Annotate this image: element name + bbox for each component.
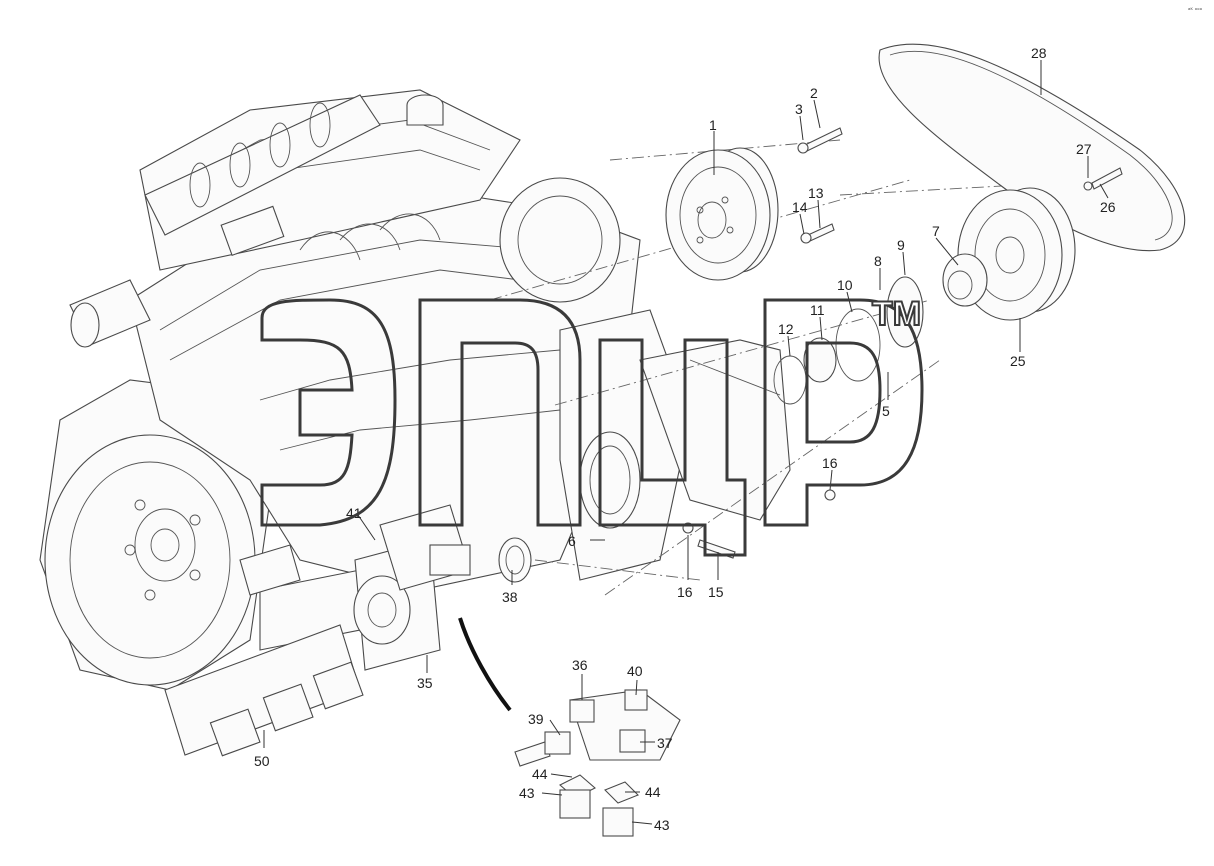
callout-6: 6 xyxy=(568,533,576,549)
engine-assembly xyxy=(39,89,791,691)
callout-8: 8 xyxy=(874,253,882,269)
gear-pump xyxy=(164,624,364,757)
leader-lines xyxy=(263,60,1109,825)
hub xyxy=(942,253,988,307)
callout-1: 1 xyxy=(709,117,717,133)
callout-36: 36 xyxy=(572,657,588,673)
callout-35: 35 xyxy=(417,675,433,691)
callout-11: 11 xyxy=(810,302,825,318)
trademark-symbol: TM xyxy=(872,295,921,333)
callout-3: 3 xyxy=(795,101,803,117)
callout-14: 14 xyxy=(792,199,808,215)
callout-9: 9 xyxy=(897,237,905,253)
callout-44-left: 44 xyxy=(532,766,548,782)
callout-37: 37 xyxy=(657,735,673,751)
callout-10: 10 xyxy=(837,277,853,293)
callout-39: 39 xyxy=(528,711,544,727)
callout-43-right: 43 xyxy=(654,817,670,833)
callout-15: 15 xyxy=(708,584,724,600)
callout-13: 13 xyxy=(808,185,824,201)
callout-labels: 1 2 3 5 6 7 8 9 10 11 12 13 14 15 16 16 … xyxy=(254,45,1116,833)
callout-12: 12 xyxy=(778,321,794,337)
callout-25: 25 xyxy=(1010,353,1026,369)
callout-40: 40 xyxy=(627,663,643,679)
corner-mark: ᵃᴷ ᵒᵒᵒ xyxy=(1188,7,1203,14)
watermark-logo: TM xyxy=(260,294,924,557)
callout-27: 27 xyxy=(1076,141,1092,157)
callout-2: 2 xyxy=(810,85,818,101)
bolts xyxy=(697,127,1123,559)
callout-50: 50 xyxy=(254,753,270,769)
callout-28: 28 xyxy=(1031,45,1047,61)
belt xyxy=(878,43,1186,252)
callout-38: 38 xyxy=(502,589,518,605)
callout-43-left: 43 xyxy=(519,785,535,801)
callout-7: 7 xyxy=(932,223,940,239)
callout-16-lower: 16 xyxy=(677,584,693,600)
callout-44-right: 44 xyxy=(645,784,661,800)
callout-26: 26 xyxy=(1100,199,1116,215)
callout-16-upper: 16 xyxy=(822,455,838,471)
crank-pulley xyxy=(665,147,779,281)
callout-5: 5 xyxy=(882,403,890,419)
